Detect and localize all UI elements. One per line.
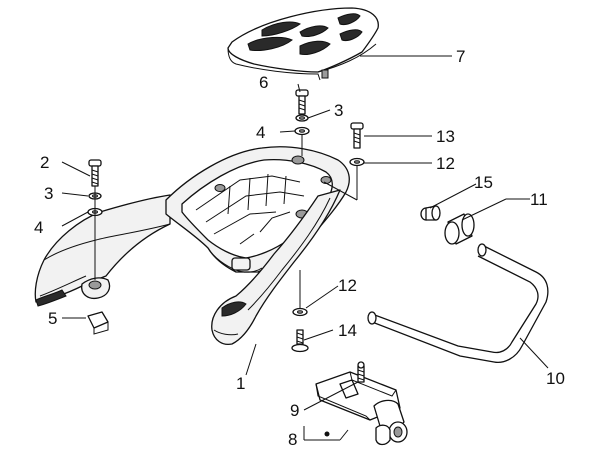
callout-9: 9	[290, 401, 299, 420]
part-3-washer-upper	[295, 114, 309, 122]
callout-4-left: 4	[34, 218, 43, 237]
callout-14: 14	[338, 321, 357, 340]
part-14-screw	[291, 329, 309, 353]
part-1-rack	[34, 146, 350, 346]
callout-6: 6	[259, 73, 268, 92]
callout-13: 13	[436, 127, 455, 146]
callout-12-lower: 12	[338, 276, 357, 295]
callout-5: 5	[48, 309, 57, 328]
part-12-washer-lower	[292, 307, 308, 317]
part-4-washer-upper	[294, 126, 310, 136]
part-7-top-cover	[227, 7, 379, 81]
part-6-bolt	[295, 89, 309, 115]
callout-7: 7	[456, 47, 465, 66]
callout-1: 1	[236, 374, 245, 393]
part-11-sleeve	[444, 213, 475, 245]
callout-8: 8	[288, 430, 297, 449]
part-15-cap	[420, 205, 441, 221]
part-13-bolt	[350, 122, 364, 149]
callout-4-upper: 4	[256, 123, 265, 142]
part-8-lock-assembly	[315, 371, 408, 446]
callout-12-upper: 12	[436, 154, 455, 173]
part-12-washer-upper	[349, 157, 365, 167]
part-8-marker-dot	[324, 431, 330, 437]
callout-11: 11	[530, 190, 548, 209]
callout-10: 10	[546, 369, 565, 388]
part-10-tube	[367, 243, 549, 364]
callout-3-upper: 3	[334, 101, 343, 120]
callout-2: 2	[40, 153, 49, 172]
part-9-screw	[357, 361, 365, 383]
callout-15: 15	[474, 173, 493, 192]
callout-labels: 1 2 3 3 4 4 5 6 7 8 9 10 11 12 12 13 14 …	[34, 47, 565, 449]
part-5-clip	[87, 311, 109, 335]
leader-lines	[61, 55, 549, 441]
callout-3-left: 3	[44, 184, 53, 203]
part-2-screw	[88, 159, 102, 187]
